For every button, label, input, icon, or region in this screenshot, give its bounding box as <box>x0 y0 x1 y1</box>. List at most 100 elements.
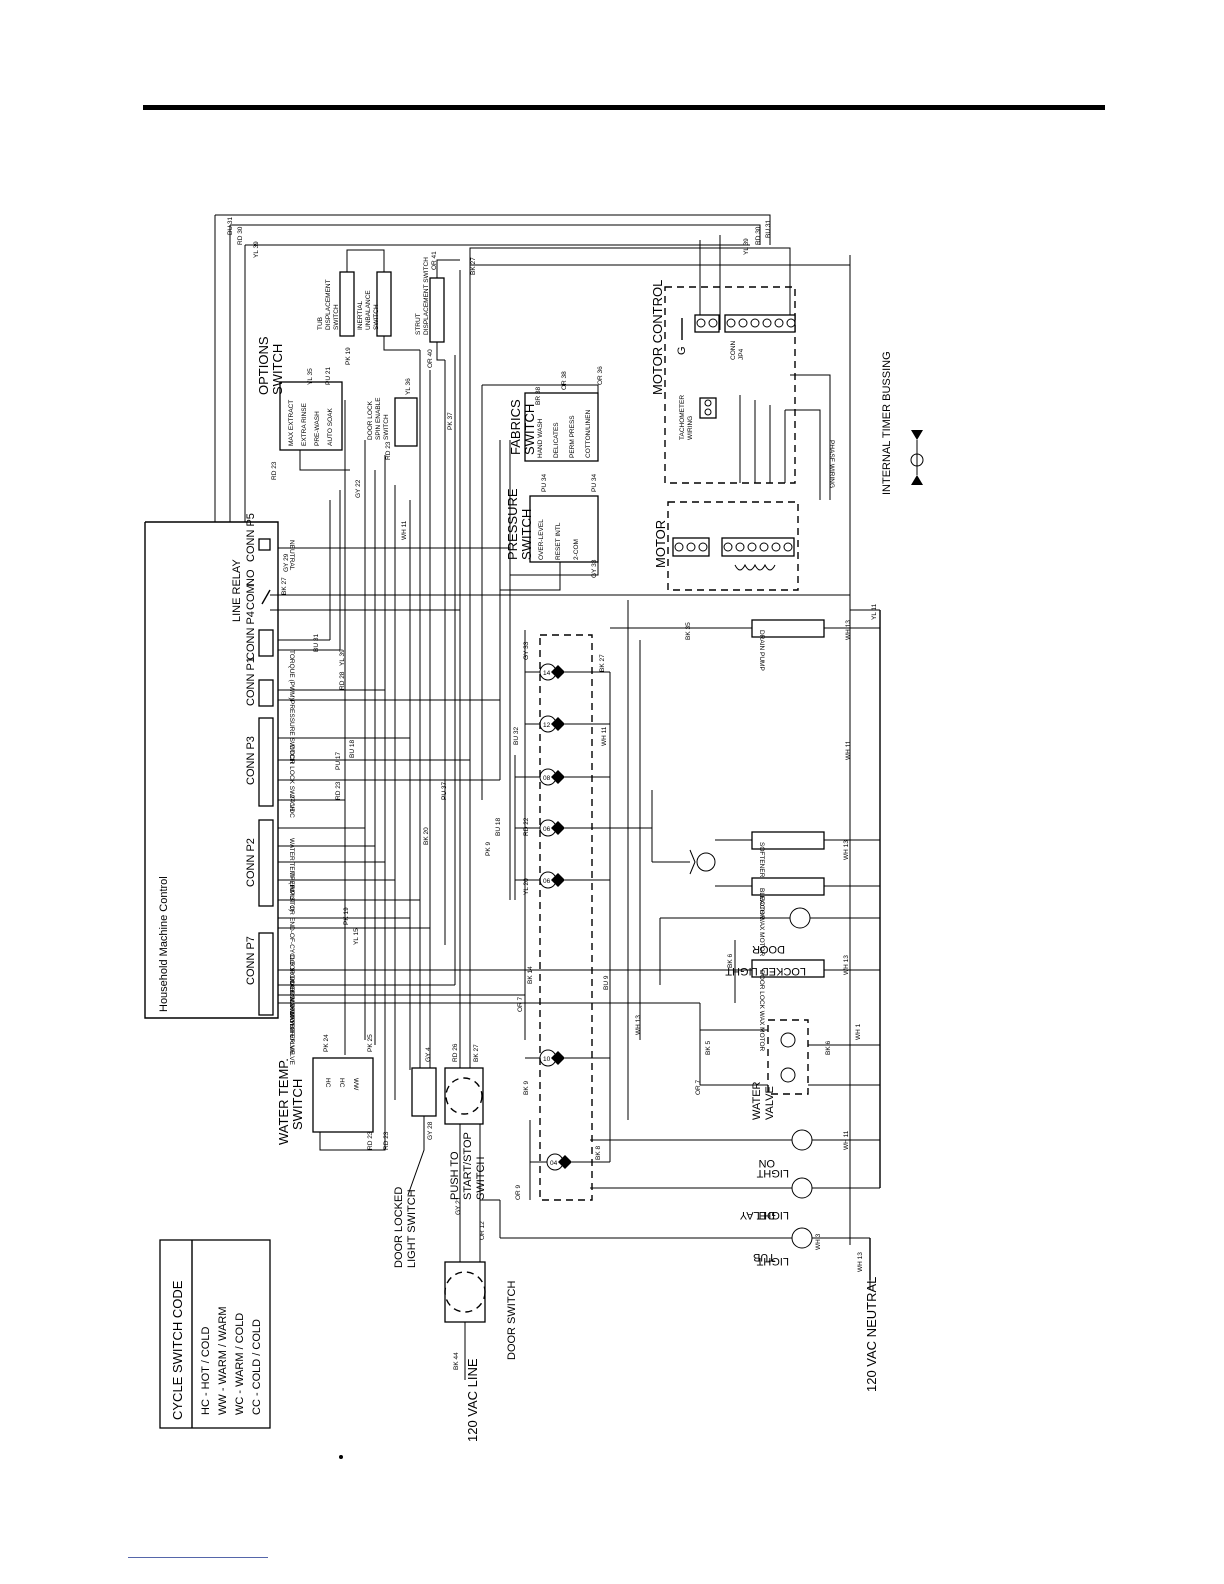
wire-code: OR 7 <box>695 1079 702 1095</box>
wire-code: PK 19 <box>345 347 352 365</box>
connector-label: CONN P7 <box>245 936 257 985</box>
wire-code: WH 13 <box>843 840 850 860</box>
neutral-line: 120 VAC NEUTRAL <box>864 1277 879 1392</box>
wire-code: OR 38 <box>561 371 568 390</box>
pin-function: END-OF-CYCLE SIGNAL <box>288 917 295 992</box>
wire-code: GY 33 <box>523 641 530 660</box>
options-switch-title: OPTIONS <box>256 336 271 395</box>
pin-function: DOOR LOCK WAX MOTOR <box>288 955 295 1037</box>
timer-contact-number: 06 <box>543 826 551 833</box>
cycle-switch-code-title: CYCLE SWITCH CODE <box>170 1280 185 1420</box>
wire-code: PK 9 <box>485 842 492 856</box>
water-valve-label: VALVE <box>764 1086 776 1120</box>
internal-timer-bussing-label: INTERNAL TIMER BUSSING <box>881 351 893 495</box>
wire-code: GY 22 <box>355 479 362 498</box>
wire-code: RD 30 <box>755 226 762 245</box>
pin-function: WATER TEMP (INPUT 1) <box>288 838 295 911</box>
delay-light-lamp <box>791 1177 813 1199</box>
door-switch-label: DOOR SWITCH <box>506 1281 518 1360</box>
cycle-code-entry: CC - COLD / COLD <box>251 1319 263 1415</box>
top-safety-switches: TUB DISPLACEMENT SWITCH INERTIAL UNBALAN… <box>317 249 460 361</box>
timer-contact-number: 14 <box>543 670 551 677</box>
door-switch: DOOR SWITCH 120 VAC LINE <box>444 1124 518 1442</box>
water-temp-contact: HC <box>338 1078 345 1088</box>
wire-code: WH 11 <box>601 726 608 746</box>
wire-code: WH 13 <box>843 955 850 975</box>
on-light-label: LIGHT <box>756 1167 789 1179</box>
wire-code: BU 18 <box>349 740 356 758</box>
door-locked-light-label: LOCKED LIGHT <box>725 965 806 977</box>
wire-code: WH 11 <box>843 1130 850 1150</box>
wire-code: BK 35 <box>685 622 692 640</box>
water-temp-switch-title: SWITCH <box>290 1079 305 1130</box>
option-contact: EXTRA RINSE <box>301 402 308 446</box>
wire-code: WH 11 <box>401 520 408 540</box>
wire-code: PU 34 <box>541 474 548 492</box>
option-contact: PRE-WASH <box>314 411 321 446</box>
door-lock-spin-enable-switch: DOOR LOCK SPIN ENABLE SWITCH <box>367 397 418 447</box>
vac-line-label: 120 VAC LINE <box>465 1358 480 1442</box>
conn-jp4-label: JP4 <box>738 348 745 360</box>
strut-displacement-label: STRUT <box>415 313 422 335</box>
wire-code: OR 9 <box>515 1184 522 1200</box>
wire-code: RD 28 <box>339 671 346 690</box>
vac-neutral-label: 120 VAC NEUTRAL <box>864 1277 879 1392</box>
fabric-contact: PERM PRESS <box>569 415 576 458</box>
cycle-code-entry: HC - HOT / COLD <box>200 1327 212 1415</box>
motor-title: MOTOR <box>653 520 668 568</box>
line-relay-no: NO <box>245 569 257 586</box>
pin-function: NEUTRAL <box>288 540 295 571</box>
wire-code: YL 36 <box>405 378 412 395</box>
wire-code: OR 40 <box>427 349 434 368</box>
line-relay-label: LINE RELAY <box>231 559 243 622</box>
timer-contacts: 14 12 08 06 06 10 04 <box>514 634 611 1201</box>
wire-code: YL 39 <box>743 238 750 255</box>
tachometer-wiring-label: WIRING <box>687 416 694 440</box>
timer-cam-04: 04 <box>546 1153 572 1171</box>
water-temp-switch: WATER TEMP. SWITCH HC HC WW <box>276 1057 386 1151</box>
option-contact: AUTO SOAK <box>327 408 334 446</box>
wire-code: RD 23 <box>383 1131 390 1150</box>
pressure-switch: PRESSURE SWITCH OVER-LEVEL RESET INTL 2-… <box>500 488 599 591</box>
cycle-code-entry: WC - WARM / COLD <box>234 1313 246 1415</box>
water-temp-switch-title: WATER TEMP. <box>276 1058 291 1145</box>
wire-code: YL 39 <box>253 241 260 258</box>
loads: DRAIN PUMP SOFTENER WAX MOTOR BLEACH WAX… <box>470 594 881 1280</box>
wire-code: PU 37 <box>441 782 448 800</box>
pin-function: TIMER MOTOR <box>288 975 295 1021</box>
wire-code: BK 27 <box>473 1044 480 1062</box>
wire-code: BU 31 <box>227 217 234 235</box>
start-stop-label: SWITCH <box>475 1157 487 1200</box>
wire-code: BU 31 <box>765 220 772 238</box>
cycle-switch-code-box: CYCLE SWITCH CODE HC - HOT / COLD WW - W… <box>159 1239 271 1429</box>
pin-function-labels: HOT WATER VALVE COLD WATER VALVE TIMER M… <box>288 540 295 1066</box>
wire-code: BK 9 <box>523 1081 530 1095</box>
wire-code: BK 20 <box>423 827 430 845</box>
line-relay-com: COM <box>245 584 257 610</box>
start-stop-label: START/STOP <box>462 1132 474 1200</box>
fabric-contact: HAND WASH <box>537 418 544 458</box>
wire-code: YL 11 <box>871 603 878 620</box>
wire-code: WH 13 <box>857 1252 864 1272</box>
load-label: BLEACH WAX MOTOR <box>758 888 765 957</box>
wire-code: BU 18 <box>495 818 502 836</box>
wire-code: RD 22 <box>523 817 530 836</box>
pin-function: COLD WATER VALVE <box>288 990 295 1055</box>
pin-function: PRESSURE SWITCH <box>288 700 295 764</box>
connector-label: CONN P4 <box>245 611 257 660</box>
household-machine-control: Household Machine Control CONN P7 CONN P… <box>144 513 279 1019</box>
on-light-label: ON <box>758 1157 775 1169</box>
wire-code: WH 13 <box>635 1015 642 1035</box>
wire-code: WH 3 <box>815 1233 822 1250</box>
wire-code: GY 28 <box>427 1121 434 1140</box>
wire-code: BK 14 <box>527 966 534 984</box>
motor-control-title: MOTOR CONTROL <box>650 280 665 395</box>
timer-contact-number: 10 <box>543 1056 551 1063</box>
door-locked-light-label: DOOR <box>752 943 785 955</box>
wire-code: PU 34 <box>591 474 598 492</box>
door-locked-light-switch-label: DOOR LOCKED <box>393 1187 405 1268</box>
tub-displacement-label: DISPLACEMENT <box>325 279 332 330</box>
wire-code: YL 15 <box>353 928 360 945</box>
spin-enable-label: DOOR LOCK <box>367 400 374 440</box>
